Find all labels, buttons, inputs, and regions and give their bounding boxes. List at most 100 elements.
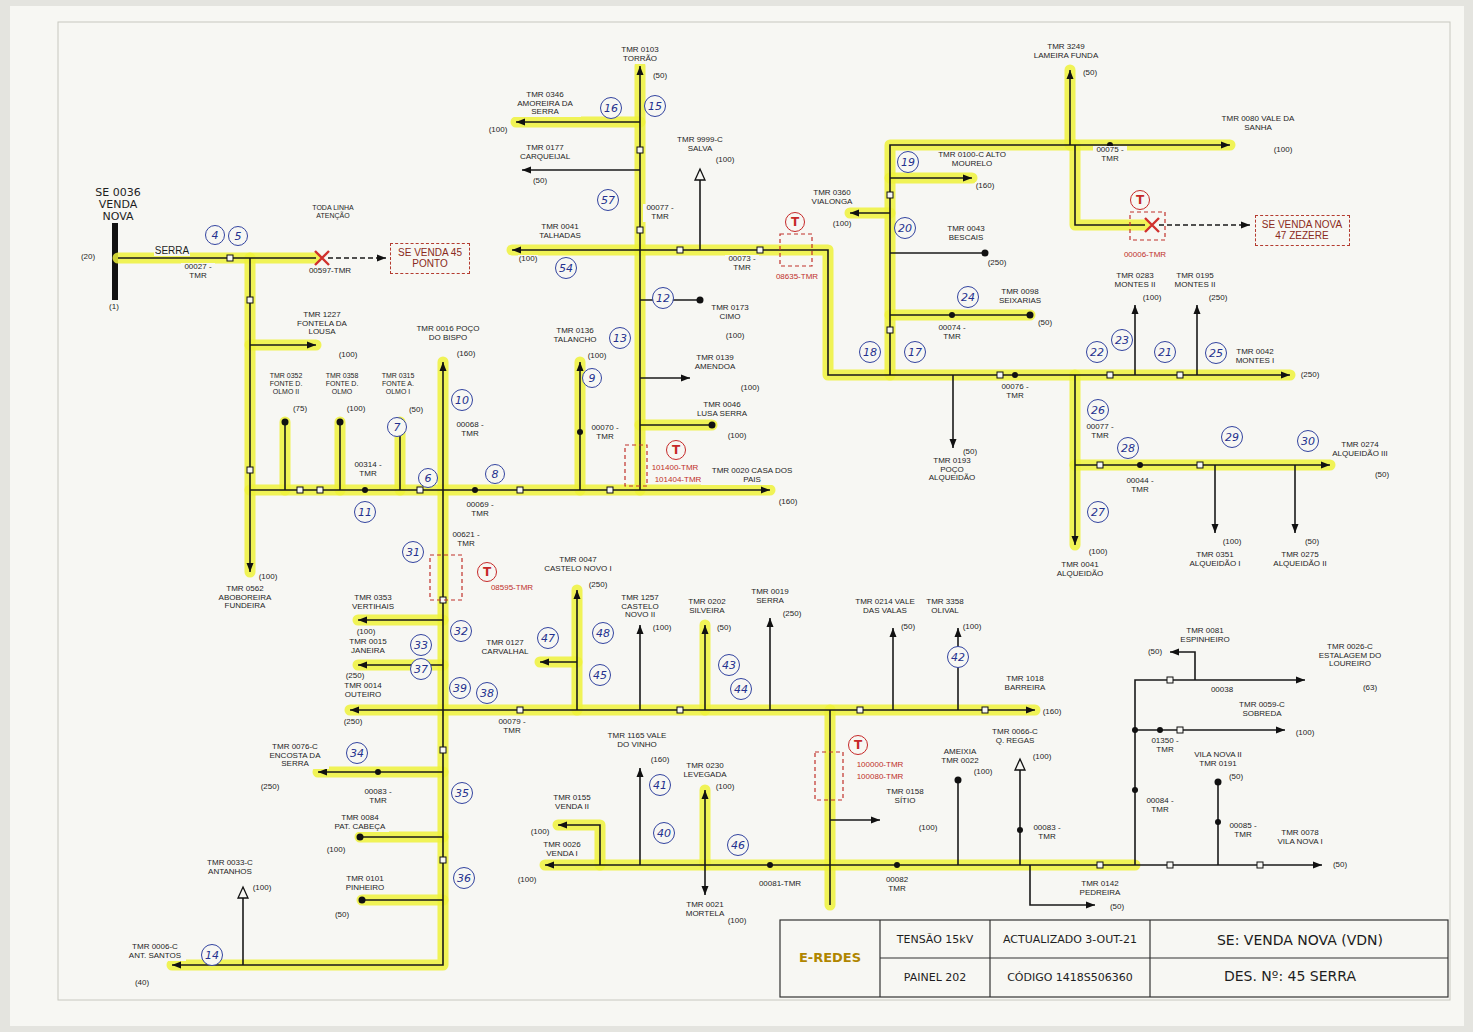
callout-text: 18 — [863, 347, 877, 358]
callout-text: 29 — [1225, 432, 1239, 443]
callout-number: 21 — [1154, 341, 1176, 363]
feeder-line — [339, 422, 341, 490]
switch-symbol — [857, 707, 863, 713]
feeder-line — [360, 836, 443, 838]
feeder-line — [890, 145, 1230, 375]
highlight-stroke — [825, 710, 836, 905]
switch-symbol — [677, 247, 683, 253]
equipment-label: 00073 -TMR — [725, 255, 759, 273]
switch-symbol — [317, 487, 323, 493]
equipment-label: TMR 0562 ABOBOREIRA FUNDEIRA — [207, 585, 284, 611]
equipment-label: SE 0036 VENDA NOVA — [81, 187, 155, 223]
equipment-label: 00068 -TMR — [453, 421, 487, 439]
equipment-label: TMR 0098 SEIXARIAS — [992, 288, 1049, 306]
equipment-label: TMR 0315 FONTE A. OLMO I — [373, 372, 423, 395]
callout-text: 38 — [480, 688, 494, 699]
highlight-stroke — [640, 420, 712, 431]
callout-text: 36 — [457, 873, 471, 884]
callout-number: 48 — [592, 622, 614, 644]
feeder-line — [512, 249, 640, 251]
equipment-label: TMR 0193 POÇO ALQUEIDÃO — [921, 457, 983, 483]
arrow-head — [558, 822, 567, 829]
feeder-line — [1170, 652, 1195, 680]
equipment-label: TMR 0346 AMOREIRA DA SERRA — [509, 91, 581, 117]
callout-number: 45 — [589, 664, 611, 686]
equipment-label: (20) — [80, 253, 96, 262]
equipment-label: (100) — [338, 351, 359, 360]
feeder-line — [443, 709, 1035, 711]
feeder-line — [362, 899, 443, 901]
highlight-stroke — [1075, 145, 1145, 225]
switch-symbol — [440, 857, 446, 863]
highlight-stroke — [640, 250, 1290, 375]
arrow-head — [1132, 305, 1139, 314]
equipment-label: (100) — [517, 876, 538, 885]
highlight-stroke — [250, 340, 316, 351]
switch-symbol — [607, 487, 613, 493]
arrow-head — [440, 362, 447, 371]
equipment-label: (100) — [346, 405, 367, 414]
feeder-line — [249, 258, 251, 572]
equipment-label: TMR 0360 VIALONGA — [804, 189, 861, 207]
arrow-head — [1026, 707, 1035, 714]
highlight-stroke — [516, 117, 640, 128]
callout-text: 22 — [1090, 347, 1104, 358]
feeder-line — [442, 362, 444, 490]
switch-symbol — [1257, 862, 1263, 868]
callout-text: 17 — [908, 347, 922, 358]
arrow-head — [702, 886, 709, 895]
equipment-label: TMR 0076-C ENCOSTA DA SERRA — [262, 743, 329, 769]
switch-symbol — [997, 372, 1003, 378]
callout-text: 47 — [541, 633, 555, 644]
equipment-label: TMR 0275 ALQUEIDÃO II — [1269, 551, 1331, 569]
callout-text: 5 — [235, 231, 242, 242]
equipment-label: VILA NOVA II TMR 0191 — [1192, 751, 1244, 769]
callout-number: 16 — [600, 97, 622, 119]
equipment-label: 00076 -TMR — [998, 383, 1032, 401]
callout-text: 14 — [205, 950, 219, 961]
highlight-stroke — [700, 625, 711, 710]
arrow-head — [1194, 305, 1201, 314]
junction-dot — [1132, 727, 1138, 733]
callout-text: 40 — [657, 828, 671, 839]
switch-symbol — [517, 487, 523, 493]
equipment-label: 00006-TMR — [1123, 251, 1167, 260]
arrow-head — [318, 769, 327, 776]
callout-number: 24 — [957, 286, 979, 308]
arrow-head — [350, 707, 359, 714]
arrow-head — [1276, 727, 1285, 734]
arrow-head — [1313, 862, 1322, 869]
equipment-label: 100000-TMR — [856, 761, 905, 770]
equipment-label: TMR 0177 CARQUEIJAL — [514, 144, 576, 162]
equipment-label: TMR 1165 VALE DO VINHO — [606, 732, 668, 750]
equipment-label: TMR 0142 PEDREIRA — [1072, 880, 1129, 898]
arrow-head — [574, 590, 581, 599]
title-block-cell: TENSÃO 15kV — [896, 934, 974, 946]
feeder-line — [952, 375, 954, 448]
equipment-label: 00083 -TMR — [361, 788, 395, 806]
arrow-head — [522, 167, 531, 174]
switch-symbol — [757, 247, 763, 253]
feeder-line — [890, 252, 985, 254]
equipment-label: TODA LINHA ATENÇÃO — [305, 204, 362, 219]
equipment-label: TMR 0021 MORTELA — [679, 901, 731, 919]
equipment-label: (50) — [1147, 648, 1163, 657]
callout-text: T — [854, 739, 862, 751]
title-block-cell: DES. Nº: 45 SERRA — [1223, 969, 1357, 984]
equipment-label: 00085 -TMR — [1226, 822, 1260, 840]
equipment-label: (160) — [650, 756, 671, 765]
remote-control-mark: T — [666, 440, 686, 460]
equipment-label: TMR 0026 VENDA I — [536, 841, 588, 859]
equipment-label: 01350 -TMR — [1148, 737, 1182, 755]
highlight-stroke — [360, 832, 443, 843]
equipment-label: 00077 -TMR — [643, 204, 677, 222]
remote-control-mark: T — [848, 735, 868, 755]
equipment-label: (100) — [258, 573, 279, 582]
callout-text: 34 — [350, 748, 364, 759]
arrow-head — [950, 439, 957, 448]
equipment-label: 08595-TMR — [490, 584, 534, 593]
feeder-line — [579, 362, 581, 490]
feeder-line — [358, 619, 443, 621]
arrow-head — [637, 625, 644, 634]
